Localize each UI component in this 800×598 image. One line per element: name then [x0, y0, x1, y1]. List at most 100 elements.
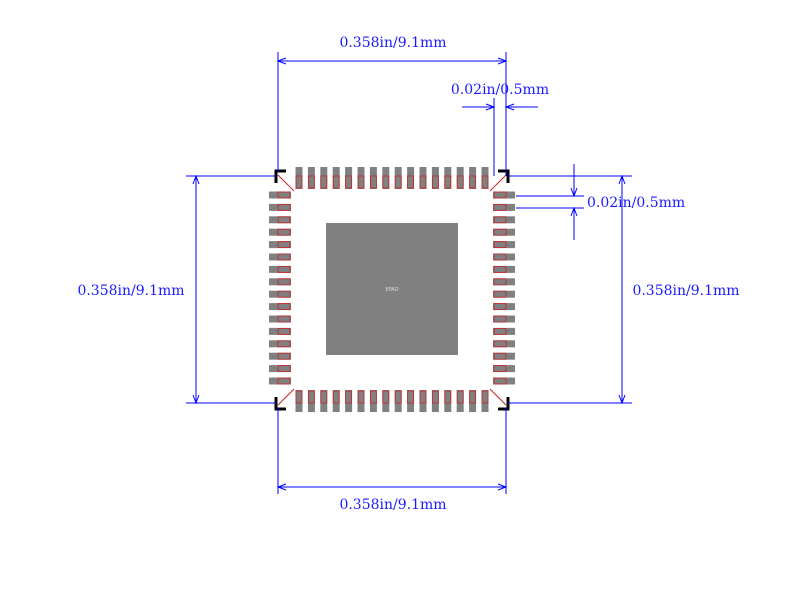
pad-right-11-outline — [493, 315, 507, 323]
pad-bottom-11-outline — [419, 390, 427, 404]
pad-bottom-12 — [431, 390, 439, 412]
pad-bottom-7 — [369, 390, 377, 412]
pad-left-3 — [269, 216, 291, 224]
pad-right-15-outline — [493, 365, 507, 373]
pad-bottom-13 — [444, 390, 452, 412]
pad-left-8 — [269, 278, 291, 286]
pad-left-3-outline — [277, 216, 291, 224]
pad-top-2 — [307, 167, 315, 189]
pad-top-12 — [431, 167, 439, 189]
pad-right-11 — [493, 315, 515, 323]
pad-left-13 — [269, 340, 291, 348]
pad-left-16 — [269, 377, 291, 385]
pad-bottom-8 — [382, 390, 390, 412]
pad-right-5-outline — [493, 241, 507, 249]
pad-right-2-outline — [493, 203, 507, 211]
pad-top-3 — [320, 167, 328, 189]
pad-right-6-outline — [493, 253, 507, 261]
pad-right-14 — [493, 352, 515, 360]
dimension-left-height: 0.358in/9.1mm — [77, 283, 184, 299]
pad-right-12 — [493, 327, 515, 335]
pad-right-7-outline — [493, 265, 507, 273]
pad-bottom-11 — [419, 390, 427, 412]
pad-left-1 — [269, 191, 291, 199]
pad-left-10 — [269, 303, 291, 311]
corner-marks — [274, 169, 510, 411]
pad-right-1-outline — [493, 191, 507, 199]
pad-top-2-outline — [307, 175, 315, 189]
dimension-top-width: 0.358in/9.1mm — [339, 35, 446, 51]
pad-top-8-outline — [382, 175, 390, 189]
pad-left-14-outline — [277, 352, 291, 360]
pad-bottom-10-outline — [407, 390, 415, 404]
pad-bottom-5 — [345, 390, 353, 412]
pad-right-9-outline — [493, 290, 507, 298]
pad-left-13-outline — [277, 340, 291, 348]
pad-top-1-outline — [295, 175, 303, 189]
pad-top-5 — [345, 167, 353, 189]
pad-bottom-4 — [332, 390, 340, 412]
pad-left-11 — [269, 315, 291, 323]
pad-left-6 — [269, 253, 291, 261]
pad-left-4-outline — [277, 228, 291, 236]
pad-left-5-outline — [277, 241, 291, 249]
pad-left-12-outline — [277, 327, 291, 335]
dimension-right-height: 0.358in/9.1mm — [632, 283, 739, 299]
pad-right-14-outline — [493, 352, 507, 360]
pad-left-7 — [269, 265, 291, 273]
pad-top-8 — [382, 167, 390, 189]
pad-left-11-outline — [277, 315, 291, 323]
pad-bottom-2 — [307, 390, 315, 412]
pad-left-16-outline — [277, 377, 291, 385]
pad-left-2 — [269, 203, 291, 211]
pad-top-13-outline — [444, 175, 452, 189]
pad-bottom-16 — [481, 390, 489, 412]
corner-mark-bottom-right — [498, 397, 510, 411]
dimension-bottom-width: 0.358in/9.1mm — [339, 497, 446, 513]
pad-top-6 — [357, 167, 365, 189]
pad-left-9-outline — [277, 290, 291, 298]
pad-bottom-1 — [295, 390, 303, 412]
dimension-pitch-top: 0.02in/0.5mm — [451, 82, 549, 98]
pad-top-6-outline — [357, 175, 365, 189]
pad-top-11-outline — [419, 175, 427, 189]
pad-bottom-7-outline — [369, 390, 377, 404]
pad-top-9-outline — [394, 175, 402, 189]
pad-bottom-2-outline — [307, 390, 315, 404]
pad-bottom-9 — [394, 390, 402, 412]
pad-top-3-outline — [320, 175, 328, 189]
pad-top-14 — [456, 167, 464, 189]
pad-right-4 — [493, 228, 515, 236]
pad-right-13 — [493, 340, 515, 348]
pad-top-16 — [481, 167, 489, 189]
pad-bottom-15-outline — [469, 390, 477, 404]
pad-left-12 — [269, 327, 291, 335]
pad-bottom-4-outline — [332, 390, 340, 404]
pad-right-6 — [493, 253, 515, 261]
pad-bottom-13-outline — [444, 390, 452, 404]
pad-top-4-outline — [332, 175, 340, 189]
corner-mark-top-left — [274, 169, 286, 183]
pad-right-7 — [493, 265, 515, 273]
pad-top-11 — [419, 167, 427, 189]
pad-bottom-1-outline — [295, 390, 303, 404]
pins-top-row — [295, 167, 489, 189]
pad-bottom-6 — [357, 390, 365, 412]
corner-mark-top-right — [498, 169, 510, 183]
corner-mark-bottom-left — [274, 397, 286, 411]
exposed-pad-label: EPAD — [385, 287, 398, 293]
pad-top-13 — [444, 167, 452, 189]
pad-left-2-outline — [277, 203, 291, 211]
pad-left-14 — [269, 352, 291, 360]
exposed-pad — [326, 223, 458, 355]
pad-bottom-3-outline — [320, 390, 328, 404]
pad-right-8-outline — [493, 278, 507, 286]
pad-left-9 — [269, 290, 291, 298]
pad-right-10-outline — [493, 303, 507, 311]
pad-right-3 — [493, 216, 515, 224]
pins-bottom-row — [295, 390, 489, 412]
pad-bottom-14 — [456, 390, 464, 412]
pad-bottom-6-outline — [357, 390, 365, 404]
pad-right-5 — [493, 241, 515, 249]
dimension-arrows — [192, 57, 626, 491]
